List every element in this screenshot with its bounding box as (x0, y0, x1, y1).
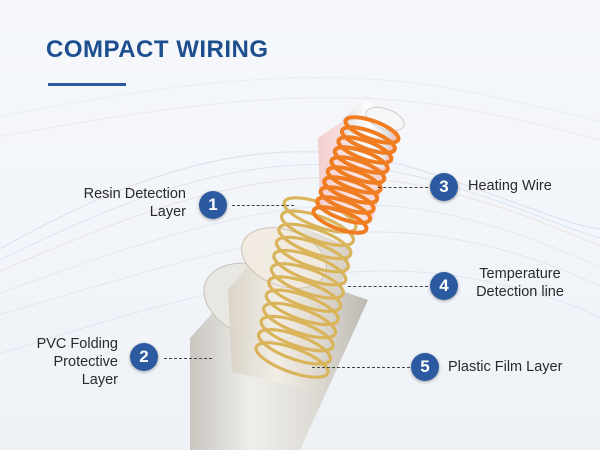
coil-turn (269, 262, 345, 300)
coil-turn (264, 288, 340, 327)
coil-turn (277, 222, 353, 261)
coil-turn (343, 115, 401, 145)
title-underline (48, 83, 126, 86)
callout-4-leader (348, 286, 428, 287)
callout-5-leader (312, 367, 410, 368)
callout-2-label: PVC Folding Protective Layer (36, 336, 118, 388)
coil-turn (322, 175, 380, 205)
coil-turn (329, 155, 387, 185)
coil-turn (315, 195, 373, 225)
page-title: COMPACT WIRING (46, 36, 269, 63)
callout-2-leader (164, 358, 212, 359)
coil-turn (318, 185, 376, 215)
callout-5-label: Plastic Film Layer (448, 359, 563, 375)
coil-turn (311, 205, 369, 235)
heating-wire-coil (311, 115, 401, 235)
callout-2-badge: 2 (130, 343, 158, 371)
coil-turn (332, 145, 390, 175)
coil-turn (279, 209, 356, 248)
coil-turn (259, 314, 335, 353)
coil-turn (336, 135, 394, 165)
callout-5-badge: 5 (411, 353, 439, 381)
coil-turn (267, 275, 343, 313)
coil-turn (254, 341, 330, 379)
callout-1-leader (232, 205, 294, 206)
coil-turn (272, 248, 348, 287)
callout-3-label: Heating Wire (468, 178, 552, 194)
callout-4-badge: 4 (430, 272, 458, 300)
temperature-detection-coil (254, 196, 358, 379)
callout-4-label: Temperature Detection line (476, 266, 564, 300)
coil-turn (339, 125, 397, 155)
callout-1-label: Resin Detection Layer (83, 186, 186, 220)
callout-3-leader (378, 187, 428, 188)
coil-turn (256, 327, 333, 366)
callout-1-badge: 1 (199, 191, 227, 219)
coil-turn (262, 301, 338, 340)
coil-turn (325, 165, 383, 195)
coil-turn (274, 235, 350, 274)
callout-3-badge: 3 (430, 173, 458, 201)
